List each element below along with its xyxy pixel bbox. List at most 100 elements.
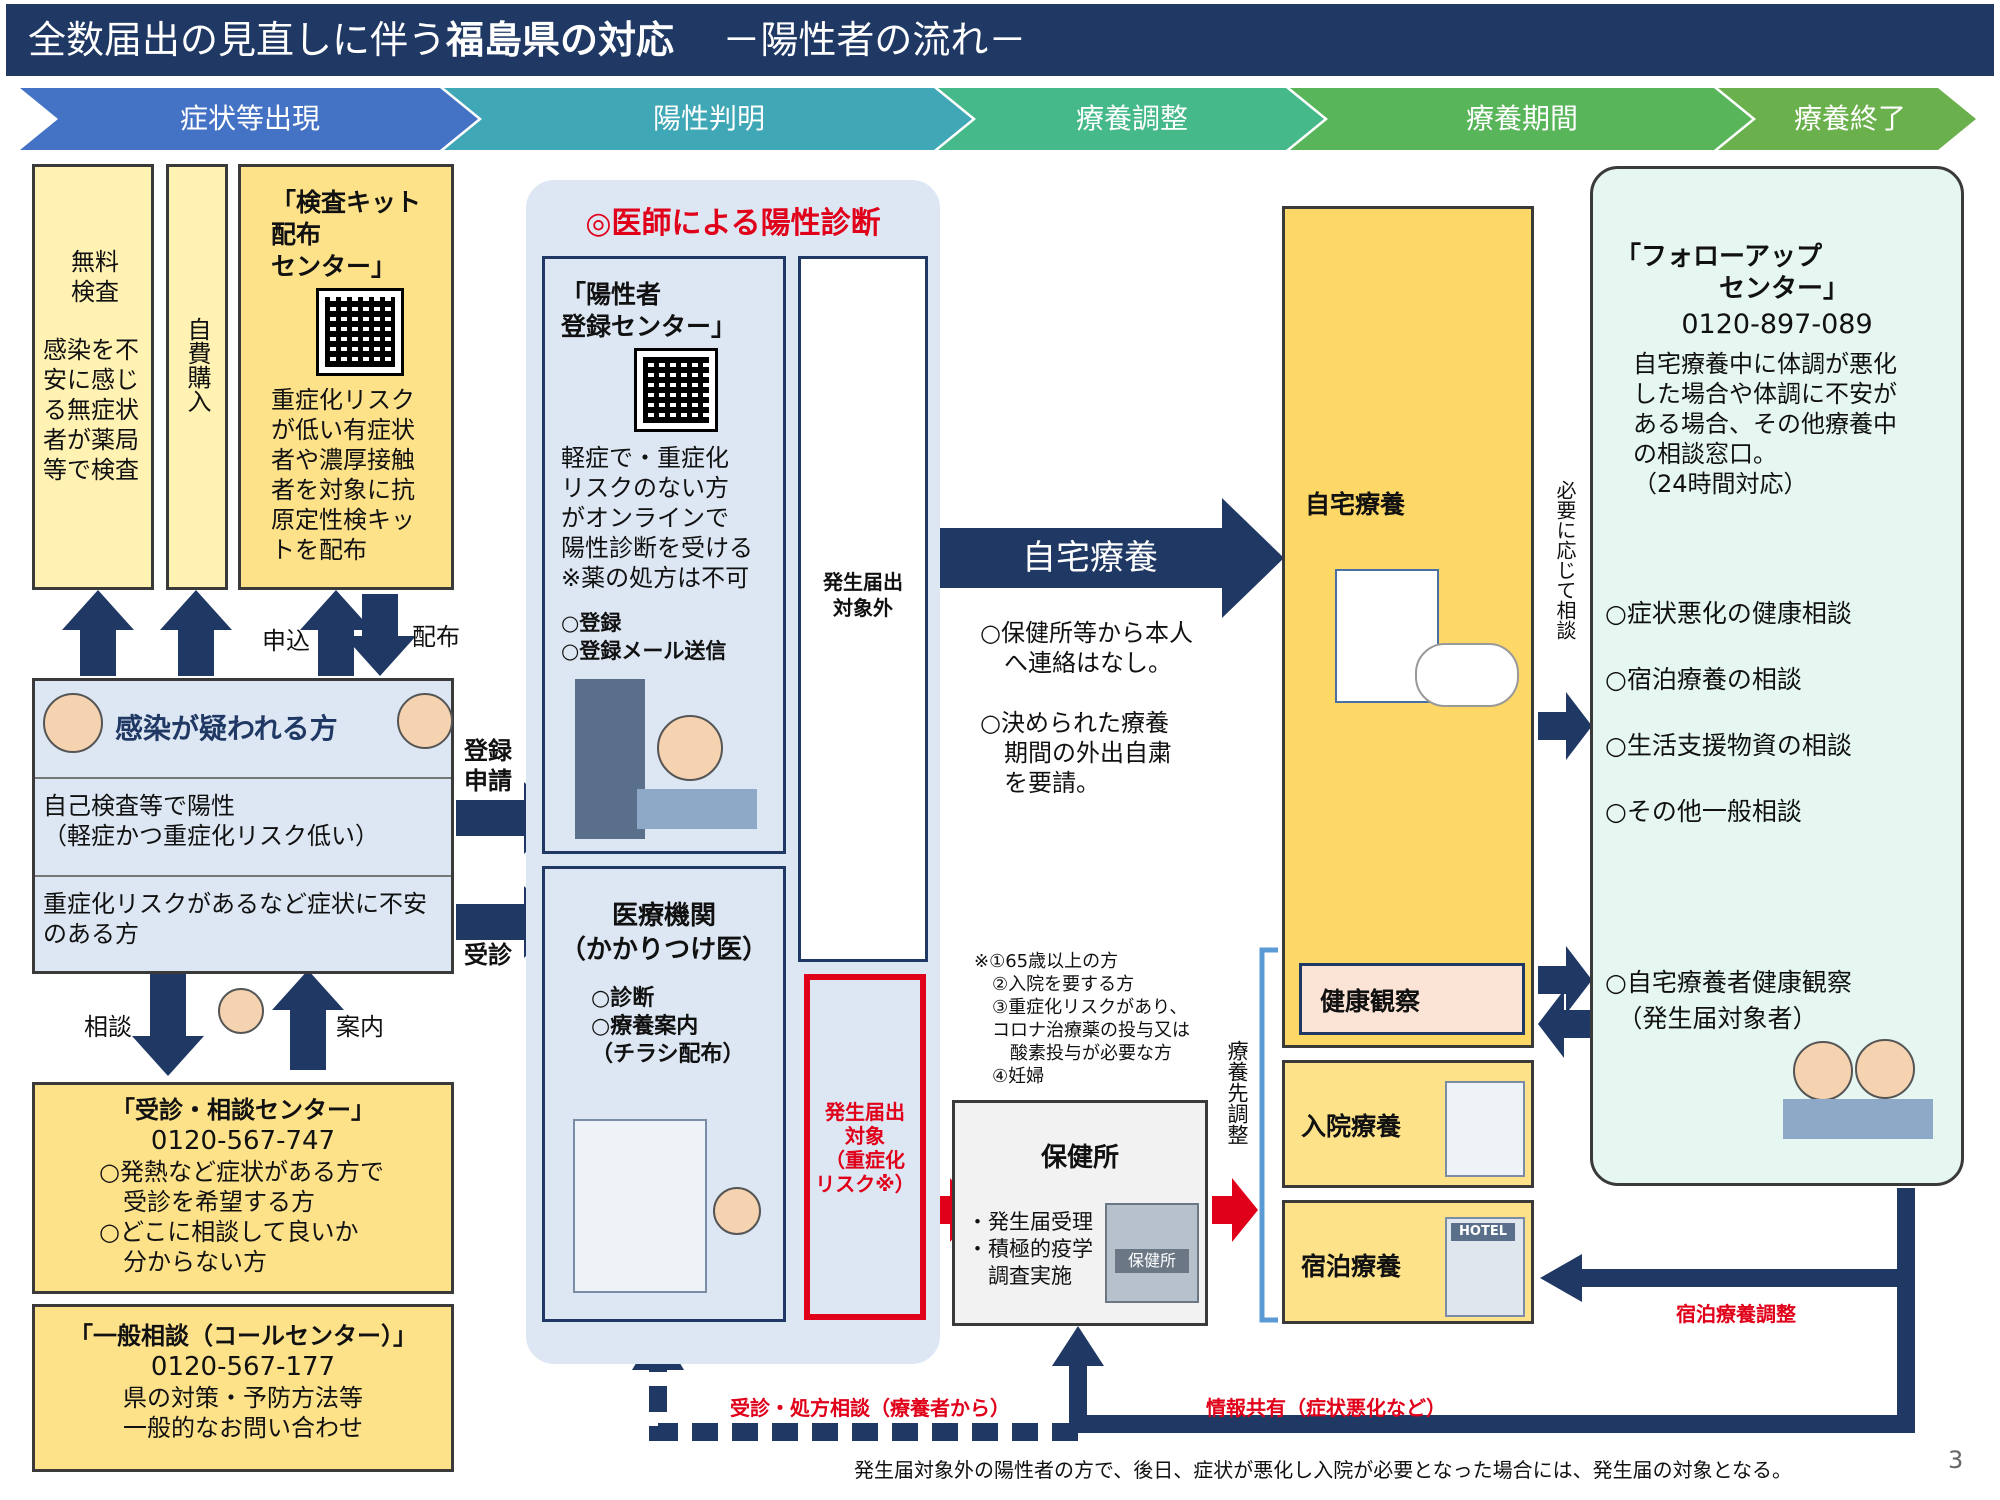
stage-chevron-5 [1718,88,1976,150]
medical-institution-title: 医療機関 （かかりつけ医） [559,901,769,965]
risk-note: ※①65歳以上の方 ②入院を要する方 ③重症化リスクがあり、 コロナ治療薬の投与… [974,951,1190,1087]
stage-label-1: 症状等出現 [179,102,320,135]
not-reported-label: 発生届出 対象外 [823,570,903,620]
health-center-sign: 保健所 [1115,1249,1189,1273]
qr-code-icon [316,288,404,376]
medical-institution-items: ○診断 ○療養案内 （チラシ配布） [591,986,745,1067]
stage-chevron-2 [444,88,972,150]
medical-institution-box: 医療機関 （かかりつけ医） ○診断 ○療養案内 （チラシ配布） [542,866,786,1322]
general-consult-phone: 0120-567-177 [150,1352,336,1382]
arrow-reported-to-hc [926,1178,976,1242]
not-reported-box: 発生届出 対象外 [798,256,928,962]
laptop-icon [637,789,757,829]
stage-label-3: 療養調整 [1075,102,1188,135]
laptop-icon [1783,1099,1933,1139]
hotel-care-label: 宿泊療養 [1301,1252,1402,1281]
free-test-title: 無料 検査 [71,248,119,306]
hotel-care-box: 宿泊療養 HOTEL [1282,1200,1534,1324]
title-bar: 全数届出の見直しに伴う福島県の対応 －陽性者の流れ－ [6,4,1994,76]
sick-person-icon [397,693,453,749]
doctor-icon [657,715,723,781]
arrow-to-followup-2 [1538,946,1592,1014]
arrow-down-consult [132,972,204,1076]
operator-icon [1855,1039,1915,1099]
suspected-row-self-test: 自己検査等で陽性 （軽症かつ重症化リスク低い） [35,777,451,873]
followup-center-phone: 0120-897-089 [1681,309,1873,340]
stage-chevron-1 [20,88,478,150]
doctor-icon [713,1187,761,1235]
registration-center-items: ○登録 ○登録メール送信 [561,611,727,663]
followup-center-box: 「フォローアップ センター」 0120-897-089 自宅療養中に体調が悪化 … [1590,166,1964,1186]
free-test-desc: 感染を不 安に感じ る無症状 者が薬局 等で検査 [43,336,139,484]
visit-consult-line [649,1364,1078,1441]
hotel-adjust-line [1578,1188,1915,1287]
kit-center-desc: 重症化リスク が低い有症状 者や濃厚接触 者を対象に抗 原定性検キッ トを配布 [271,386,415,564]
consult-label: 相談 [84,1013,132,1041]
followup-center-observation: ○自宅療養者健康観察 （発生届対象者） [1605,968,1852,1033]
home-care-notes: ○保健所等から本人 へ連絡はなし。 ○決められた療養 期間の外出自粛 を要請。 [980,619,1193,797]
self-buy-label: 自費購入 [183,317,211,413]
arrow-down-distribute [344,594,416,676]
kit-center-title: 「検査キット 配布 センター」 [271,188,422,281]
info-share-line [1069,1278,1915,1433]
title-sub: －陽性者の流れ－ [722,18,1027,62]
health-center-box: 保健所 ・発生届受理 ・積極的疫学 調査実施 保健所 [952,1100,1208,1326]
registration-center-desc: 軽症で・重症化 リスクのない方 がオンラインで 陽性診断を受ける ※薬の処方は不… [561,444,753,592]
distribute-label: 配布 [412,623,460,651]
home-care-box: 自宅療養 健康観察 [1282,206,1534,1048]
info-share-head [1052,1326,1104,1366]
registration-center-title: 「陽性者 登録センター」 [561,280,737,341]
consult-center-phone: 0120-567-747 [150,1126,336,1156]
arrow-up-selfbuy [160,590,232,676]
as-needed-label: 必要に応じて相談 [1553,480,1577,640]
stage-label-4: 療養期間 [1465,102,1578,135]
consult-center-box: 「受診・相談センター」 0120-567-747 ○発熱など症状がある方で 受診… [32,1082,454,1294]
care-bracket [1259,947,1278,1323]
followup-center-items: ○症状悪化の健康相談 ○宿泊療養の相談 ○生活支援物資の相談 ○その他一般相談 [1605,599,1852,826]
hotel-adjust-label: 宿泊療養調整 [1676,1302,1796,1326]
hospital-care-box: 入院療養 [1282,1060,1534,1188]
phone-person-icon [218,988,264,1034]
doctor-diagnosis-title: ◎医師による陽性診断 [585,206,881,241]
home-care-title: 自宅療養 [1305,490,1406,519]
arrow-from-followup [1538,990,1592,1058]
suspected-row-risk: 重症化リスクがあるなど症状に不安 のある方 [35,875,451,973]
self-buy-box: 自費購入 [166,164,228,590]
hospital-care-label: 入院療養 [1301,1112,1402,1141]
arrow-hc-to-care [1212,1178,1258,1242]
general-consult-box: 「一般相談（コールセンター）」 0120-567-177 県の対策・予防方法等 … [32,1304,454,1472]
followup-center-title: 「フォローアップ センター」 [1615,242,1850,304]
general-consult-title: 「一般相談（コールセンター）」 [69,1322,417,1350]
registration-center-box: 「陽性者 登録センター」 軽症で・重症化 リスクのない方 がオンラインで 陽性診… [542,256,786,854]
arrow-up-apply [300,590,372,676]
title-main: 全数届出の見直しに伴う [28,18,447,62]
suspected-box: 感染が疑われる方 自己検査等で陽性 （軽症かつ重症化リスク低い） 重症化リスクが… [32,678,454,974]
health-observation-box: 健康観察 [1299,963,1525,1035]
hotel-adjust-head [1540,1254,1582,1302]
consult-center-desc: ○発熱など症状がある方で 受診を希望する方 ○どこに相談して良いか 分からない方 [99,1158,384,1276]
register-apply-label: 登録 申請 [464,737,512,795]
footnote: 発生届対象外の陽性者の方で、後日、症状が悪化し入院が必要となった場合には、発生届… [854,1458,1792,1482]
consult-center-title: 「受診・相談センター」 [111,1096,375,1124]
care-adjust-label: 療養先調整 [1225,1040,1249,1145]
stage-label-2: 陽性判明 [652,102,765,135]
health-center-title: 保健所 [1040,1143,1119,1173]
stage-chevron-4 [1290,88,1752,150]
hotel-icon: HOTEL [1445,1217,1525,1317]
building-icon [575,679,645,839]
guide-label: 案内 [336,1013,384,1041]
health-center-desc: ・発生届受理 ・積極的疫学 調査実施 [967,1210,1093,1288]
title-bold: 福島県の対応 [446,18,675,62]
hospital-icon [573,1119,707,1293]
health-observation-label: 健康観察 [1320,987,1421,1016]
arrow-to-followup-1 [1538,692,1592,760]
arrow-home-care [930,498,1284,618]
bed-icon [1415,643,1519,707]
page-number: 3 [1948,1446,1964,1474]
arrow-up-guide [272,970,344,1070]
free-test-box: 無料 検査 感染を不 安に感じ る無症状 者が薬局 等で検査 [32,164,154,590]
reported-label: 発生届出 対象 （重症化 リスク※） [815,1100,915,1196]
health-center-building-icon: 保健所 [1105,1203,1199,1303]
